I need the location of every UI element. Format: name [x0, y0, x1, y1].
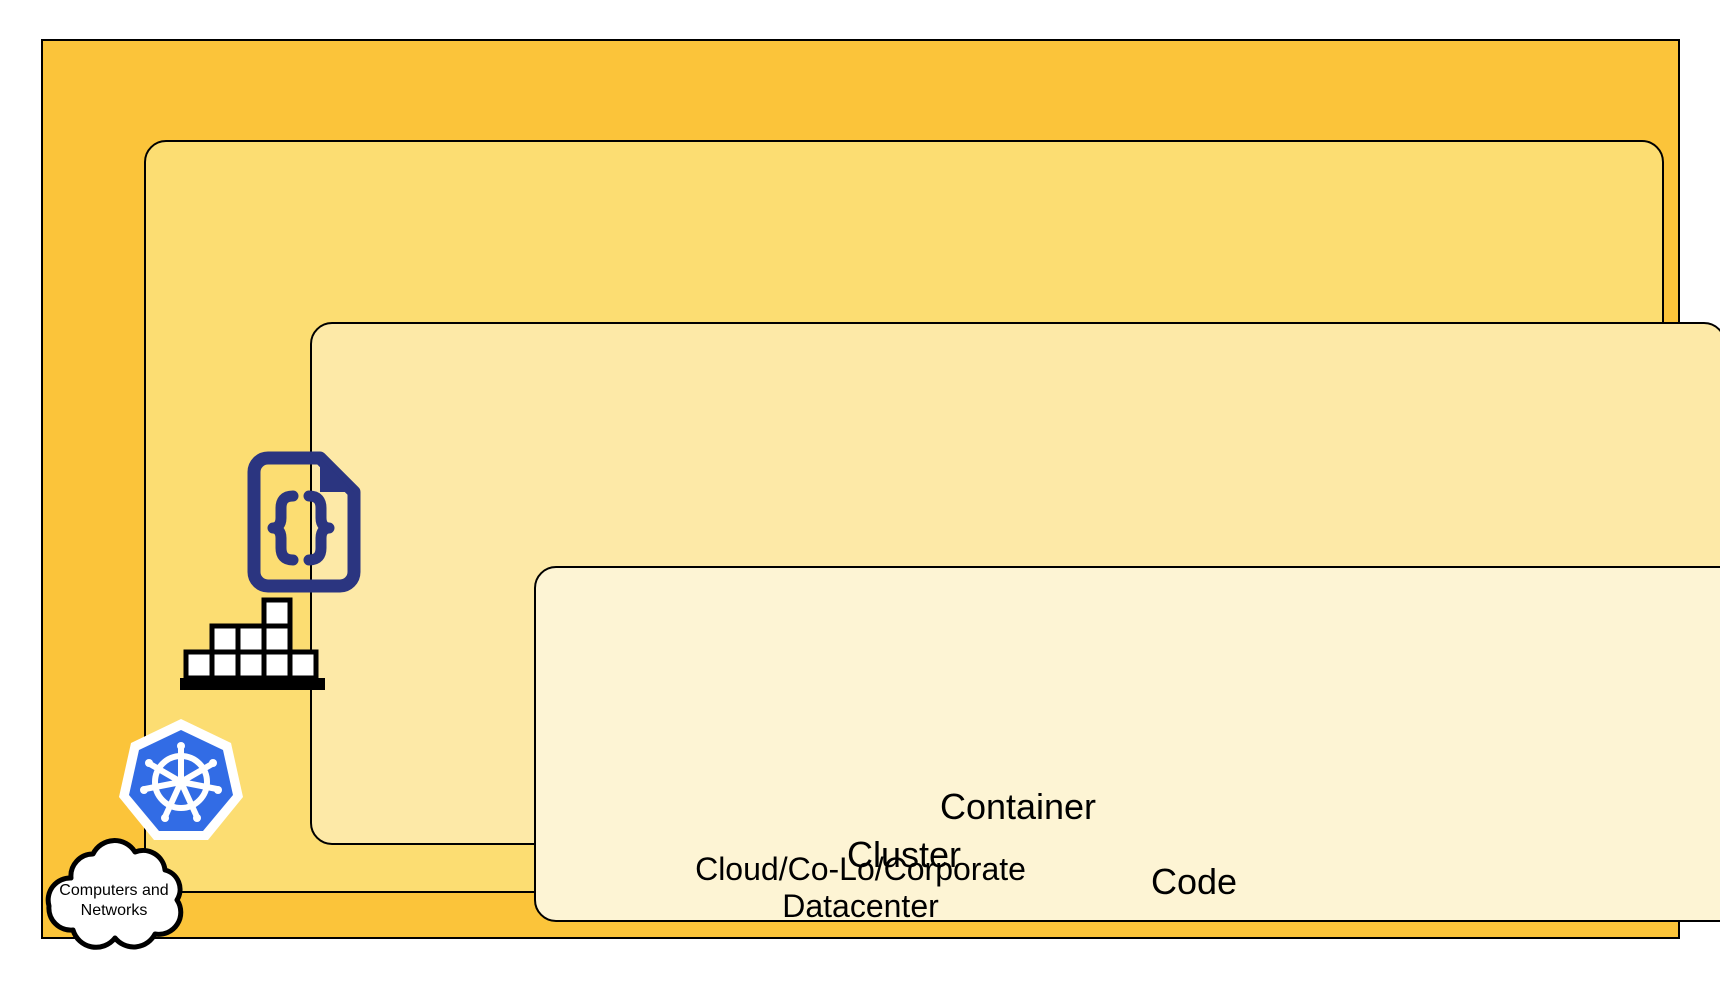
layer-container[interactable]: Code Container — [310, 322, 1720, 922]
code-braces-document-icon — [240, 451, 361, 593]
layer-datacenter[interactable]: Code Container Cluster Cloud/Co-Lo/Corpo… — [41, 39, 1720, 939]
kubernetes-icon — [118, 716, 244, 844]
container-blocks-icon — [180, 597, 325, 700]
layer-code[interactable]: Code — [534, 566, 1720, 922]
layer-label-container: Container — [939, 785, 1097, 827]
layer-cluster[interactable]: Code Container Cluster — [144, 140, 1720, 922]
computers-and-networks-cloud[interactable]: Computers and Networks — [30, 838, 198, 960]
layer-label-cluster: Cluster — [846, 833, 962, 875]
layer-label-datacenter: Cloud/Co-Lo/Corporate Datacenter — [695, 851, 1026, 925]
layer-label-code: Code — [1150, 860, 1238, 902]
